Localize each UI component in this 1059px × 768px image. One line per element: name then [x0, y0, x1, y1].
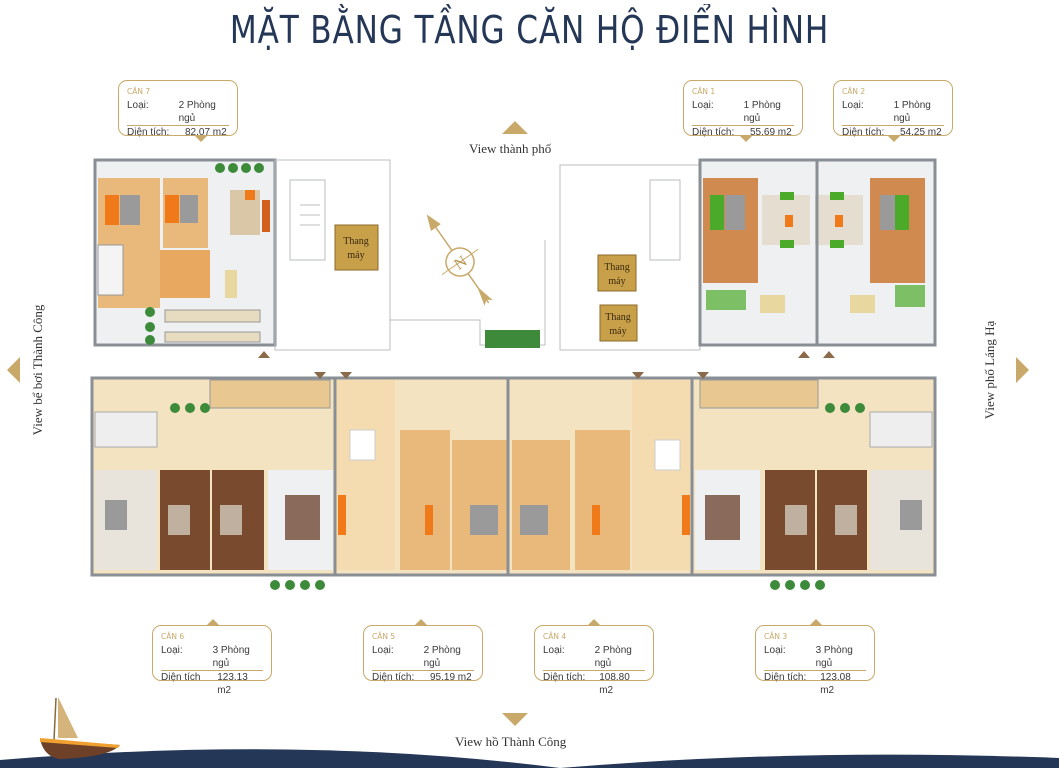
unit-callout-6[interactable]: CĂN 6 Loại: 3 Phòng ngủ Diện tích 123.13 m… — [152, 619, 272, 696]
view-left-label: View bể bơi Thành Công — [30, 304, 45, 436]
sea-wave-right — [560, 754, 1059, 768]
page-title: MẶT BẰNG TẦNG CĂN HỘ ĐIỂN HÌNH — [229, 8, 830, 52]
unit-code: CĂN 6 — [161, 632, 185, 641]
area-label: Diện tích: — [764, 672, 807, 683]
area-label: Diện tích: — [842, 127, 885, 138]
view-bottom-label: View hồ Thành Công — [455, 734, 567, 749]
entrance-markers — [258, 351, 835, 379]
view-top-label: View thành phố — [469, 141, 552, 156]
type-label: Loại: — [842, 100, 864, 111]
area-label: Diện tích: — [127, 127, 170, 138]
area-label: Diện tích: — [692, 127, 735, 138]
unit-7-plan — [93, 158, 277, 347]
elevator-right-2-label-2: máy — [609, 326, 626, 337]
type-label: Loại: — [764, 645, 786, 656]
unit-code: CĂN 1 — [692, 87, 716, 96]
bottom-block-plan — [90, 376, 937, 590]
area-label: Diện tích: — [543, 672, 586, 683]
planter — [485, 330, 540, 348]
unit-area: 108.80 m2 — [599, 672, 630, 696]
arrow-up-icon — [502, 121, 528, 134]
elevator-left-label-2: máy — [347, 250, 364, 261]
unit-1-2-plan — [698, 158, 937, 347]
unit-area: 55.69 m2 — [750, 127, 792, 138]
unit-code: CĂN 3 — [764, 632, 788, 641]
elevator-right-2-label-1: Thang — [605, 312, 631, 323]
type-label: Loại: — [372, 645, 394, 656]
arrow-left-icon — [7, 357, 20, 383]
sea-wave — [0, 749, 560, 768]
left-stair-core — [274, 159, 546, 351]
type-label: Loại: — [161, 645, 183, 656]
unit-callout-1[interactable]: CĂN 1 Loại: 1 Phòng ngủ Diện tích: 55.69 m… — [683, 80, 803, 142]
unit-area: 123.08 m2 — [820, 672, 851, 696]
elevator-right-1-label-2: máy — [608, 276, 625, 287]
unit-callout-2[interactable]: CĂN 2 Loại: 1 Phòng ngủ Diện tích: 54.25 m… — [833, 80, 953, 142]
unit-code: CĂN 7 — [127, 87, 151, 96]
unit-callout-3[interactable]: CĂN 3 Loại: 3 Phòng ngủ Diện tích: 123.08 … — [755, 619, 875, 696]
unit-type: 3 Phòng ngủ — [815, 645, 853, 669]
unit-callout-7[interactable]: CĂN 7 Loại: 2 Phòng ngủ Diện tích: 82.07 m… — [118, 80, 238, 142]
unit-type: 2 Phòng ngủ — [423, 645, 461, 669]
elevator-left-label-1: Thang — [343, 236, 369, 247]
elevator-left — [334, 224, 379, 271]
unit-area: 54.25 m2 — [900, 127, 942, 138]
unit-type: 2 Phòng ngủ — [594, 645, 632, 669]
type-label: Loại: — [692, 100, 714, 111]
type-label: Loại: — [127, 100, 149, 111]
compass-icon — [426, 214, 493, 306]
unit-type: 3 Phòng ngủ — [212, 645, 250, 669]
unit-callout-5[interactable]: CĂN 5 Loại: 2 Phòng ngủ Diện tích: 95.19 m… — [363, 619, 483, 683]
area-label: Diện tích — [161, 672, 201, 683]
boat-icon — [40, 697, 120, 759]
unit-code: CĂN 4 — [543, 632, 567, 641]
arrow-down-icon — [502, 713, 528, 726]
arrow-right-icon — [1016, 357, 1029, 383]
unit-type: 1 Phòng ngủ — [893, 100, 931, 124]
elevator-right-1 — [597, 254, 637, 292]
elevator-right-1-label-1: Thang — [604, 262, 630, 273]
unit-type: 1 Phòng ngủ — [743, 100, 781, 124]
area-label: Diện tích: — [372, 672, 415, 683]
unit-area: 82.07 m2 — [185, 127, 227, 138]
type-label: Loại: — [543, 645, 565, 656]
unit-code: CĂN 2 — [842, 87, 866, 96]
unit-type: 2 Phòng ngủ — [178, 100, 216, 124]
unit-callout-4[interactable]: CĂN 4 Loại: 2 Phòng ngủ Diện tích: 108.80 … — [534, 619, 654, 696]
elevator-right-2 — [599, 304, 638, 342]
unit-code: CĂN 5 — [372, 632, 396, 641]
unit-area: 95.19 m2 — [430, 672, 472, 683]
unit-area: 123.13 m2 — [217, 672, 248, 696]
view-right-label: View phố Láng Hạ — [982, 320, 997, 420]
